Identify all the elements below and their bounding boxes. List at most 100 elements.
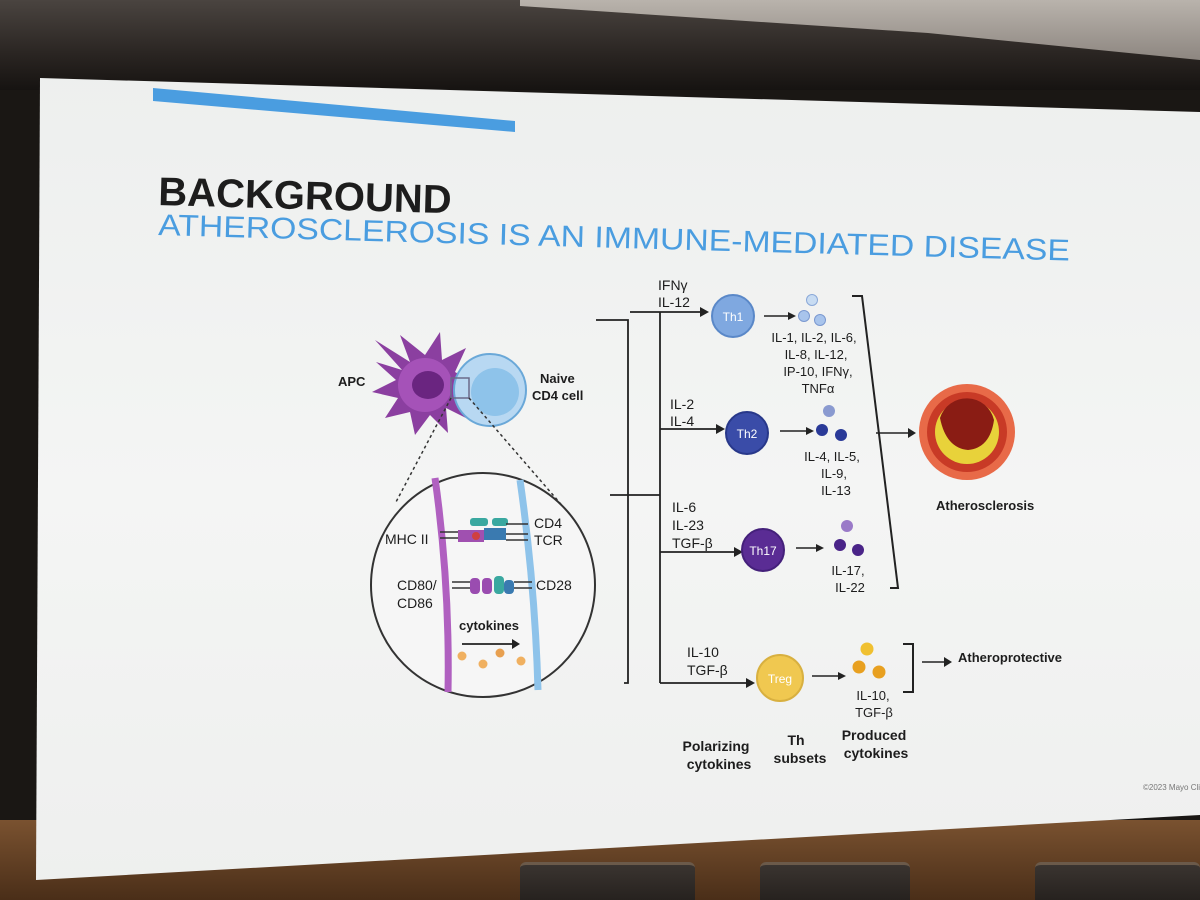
th1-cytokine-dot [806, 294, 818, 306]
th1-cell [711, 294, 755, 338]
cd80-label-1: CD80/ [397, 577, 437, 593]
th2-cell [725, 411, 769, 455]
cytokine-arrowhead [512, 639, 520, 649]
th17-input-2: IL-23 [672, 517, 704, 533]
cd4-coreceptor-a [470, 518, 488, 526]
polarizing-label-1: Polarizing [683, 738, 750, 754]
atheroprotective-label: Atheroprotective [958, 650, 1062, 665]
th1-output-arrowhead [788, 312, 796, 320]
cd28-molecule-b [504, 580, 514, 594]
th1-input-1: IFNγ [658, 277, 688, 293]
atherosclerosis-arrowhead [908, 428, 916, 438]
synapse-zoom-box [450, 377, 470, 399]
antigen-peptide [472, 532, 480, 540]
cd4-coreceptor-b [492, 518, 508, 526]
output-arrows [764, 315, 838, 677]
th17-output-1: IL-17, [831, 563, 864, 578]
chair [760, 862, 910, 900]
th17-cytokine-dot [852, 544, 864, 556]
treg-input-2: TGF-β [687, 662, 728, 678]
th17-input-1: IL-6 [672, 499, 696, 515]
th2-output-1: IL-4, IL-5, [804, 449, 860, 464]
zoom-line-left [395, 397, 452, 503]
th1-cell-label: Th1 [723, 310, 744, 324]
atherosclerosis-label: Atherosclerosis [936, 498, 1034, 513]
branch-bracket [596, 311, 746, 684]
naive-label-2: CD4 cell [532, 388, 583, 403]
cd4-label: CD4 [534, 515, 562, 531]
cd28-label: CD28 [536, 577, 572, 593]
slide-subtitle: ATHEROSCLEROSIS IS AN IMMUNE-MEDIATED DI… [158, 209, 1071, 267]
th2-output-arrowhead [806, 427, 814, 435]
apc-nucleus [412, 371, 444, 399]
treg-output-1: IL-10, [856, 688, 889, 703]
produced-label-2: cytokines [844, 745, 909, 761]
th2-input-1: IL-2 [670, 396, 694, 412]
th1-cytokine-dot [814, 314, 826, 326]
chair [520, 862, 695, 900]
pro-inflammatory-bracket [852, 295, 900, 589]
th1-output-1: IL-1, IL-2, IL-6, [771, 330, 856, 345]
cd80-molecule-a [470, 578, 480, 594]
th2-input-arrowhead [716, 424, 725, 434]
th17-cell-label: Th17 [749, 544, 777, 558]
naive-label-1: Naive [540, 371, 575, 386]
cytokine-dot [516, 656, 526, 666]
copyright-text: ©2023 Mayo Clin [1143, 783, 1200, 792]
th1-input-arrowhead [700, 307, 709, 317]
treg-bracket [903, 643, 914, 693]
cd80-molecule-b [482, 578, 492, 594]
atherosclerotic-vessel-icon [919, 384, 1015, 480]
th1-cytokine-dot [798, 310, 810, 322]
th17-output-arrowhead [816, 544, 824, 552]
apc-membrane-line [431, 477, 452, 693]
mhc-label: MHC II [385, 531, 429, 547]
treg-input-1: IL-10 [687, 644, 719, 660]
treg-cytokine-dot [860, 642, 874, 656]
th2-cytokine-dot [816, 424, 828, 436]
treg-output-2: TGF-β [855, 705, 893, 720]
polarizing-label-2: cytokines [687, 756, 752, 772]
th2-output-3: IL-13 [821, 483, 851, 498]
immune-synapse-circle [370, 472, 596, 698]
th17-cell [741, 528, 785, 572]
tcr-molecule [484, 528, 506, 540]
cd28-molecule-a [494, 576, 504, 594]
tcell-membrane-line [516, 479, 542, 691]
cytokine-dot [457, 651, 467, 661]
th-subsets-label-1: Th [787, 732, 804, 748]
treg-cytokine-dot [872, 665, 886, 679]
accent-bar [153, 88, 515, 132]
cd80-label-2: CD86 [397, 595, 433, 611]
slide-title: BACKGROUND [158, 170, 452, 222]
th17-input-arrowhead [734, 547, 743, 557]
th2-input-2: IL-4 [670, 413, 694, 429]
treg-cell-label: Treg [768, 672, 792, 686]
th2-cytokine-dot [835, 429, 847, 441]
th1-output-2: IL-8, IL-12, [785, 347, 848, 362]
produced-label-1: Produced [842, 727, 907, 743]
th17-input-3: TGF-β [672, 535, 713, 551]
zoom-line-right [468, 397, 567, 511]
th2-output-2: IL-9, [821, 466, 847, 481]
th2-cell-label: Th2 [737, 427, 758, 441]
th2-cytokine-dot [823, 405, 835, 417]
atheroprotective-arrowhead [944, 657, 952, 667]
th-subsets-label-2: subsets [774, 750, 827, 766]
apc-label: APC [338, 374, 366, 389]
apc-cell [372, 332, 478, 435]
th1-output-3: IP-10, IFNγ, [783, 364, 852, 379]
tcr-label: TCR [534, 532, 563, 548]
th1-output-4: TNFα [802, 381, 835, 396]
cytokines-label: cytokines [459, 618, 519, 633]
treg-cell [756, 654, 804, 702]
th17-cytokine-dot [834, 539, 846, 551]
chair [1035, 862, 1200, 900]
cytokine-dot [495, 648, 505, 658]
naive-cd4-cell [450, 353, 527, 427]
cytokine-dot [478, 659, 488, 669]
naive-nucleus [471, 368, 519, 416]
